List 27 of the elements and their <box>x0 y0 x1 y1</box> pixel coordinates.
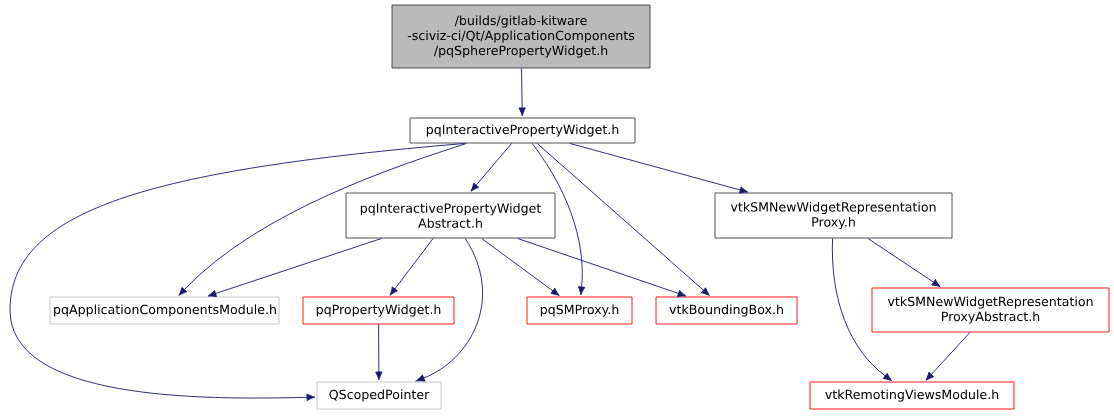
arrow <box>831 238 893 381</box>
arrow <box>178 143 467 296</box>
arrow <box>207 238 382 297</box>
arrow <box>569 143 749 194</box>
arrow <box>531 143 586 296</box>
arrow <box>9 143 465 401</box>
file-box: pqInteractivePropertyWidget Abstract.h <box>345 192 556 239</box>
file-box: vtkRemotingViewsModule.h <box>809 381 1015 410</box>
file-box: pqApplicationComponentsModule.h <box>49 296 280 325</box>
file-box: vtkSMNewWidgetRepresentation ProxyAbstract.h <box>871 287 1110 333</box>
arrow <box>415 238 483 382</box>
arrow <box>389 238 434 296</box>
file-box: vtkBoundingBox.h <box>655 296 798 325</box>
file-box: pqPropertyWidget.h <box>302 296 455 325</box>
file-box: pqSMProxy.h <box>526 296 633 325</box>
arrow <box>481 238 560 296</box>
arrow <box>517 238 687 297</box>
arrow <box>867 238 941 288</box>
arrow <box>375 324 383 381</box>
file-box: QScopedPointer <box>316 381 442 410</box>
arrow <box>470 143 512 192</box>
file-box: pqInteractivePropertyWidget.h <box>409 117 636 144</box>
file-box: vtkSMNewWidgetRepresentation Proxy.h <box>714 192 953 239</box>
arrow <box>518 68 526 117</box>
arrow <box>536 143 710 296</box>
file-box: /builds/gitlab-kitware -sciviz-ci/Qt/ApplicationComponents /pqSpherePropertyWidget.h <box>391 4 651 69</box>
arrow <box>925 332 971 381</box>
